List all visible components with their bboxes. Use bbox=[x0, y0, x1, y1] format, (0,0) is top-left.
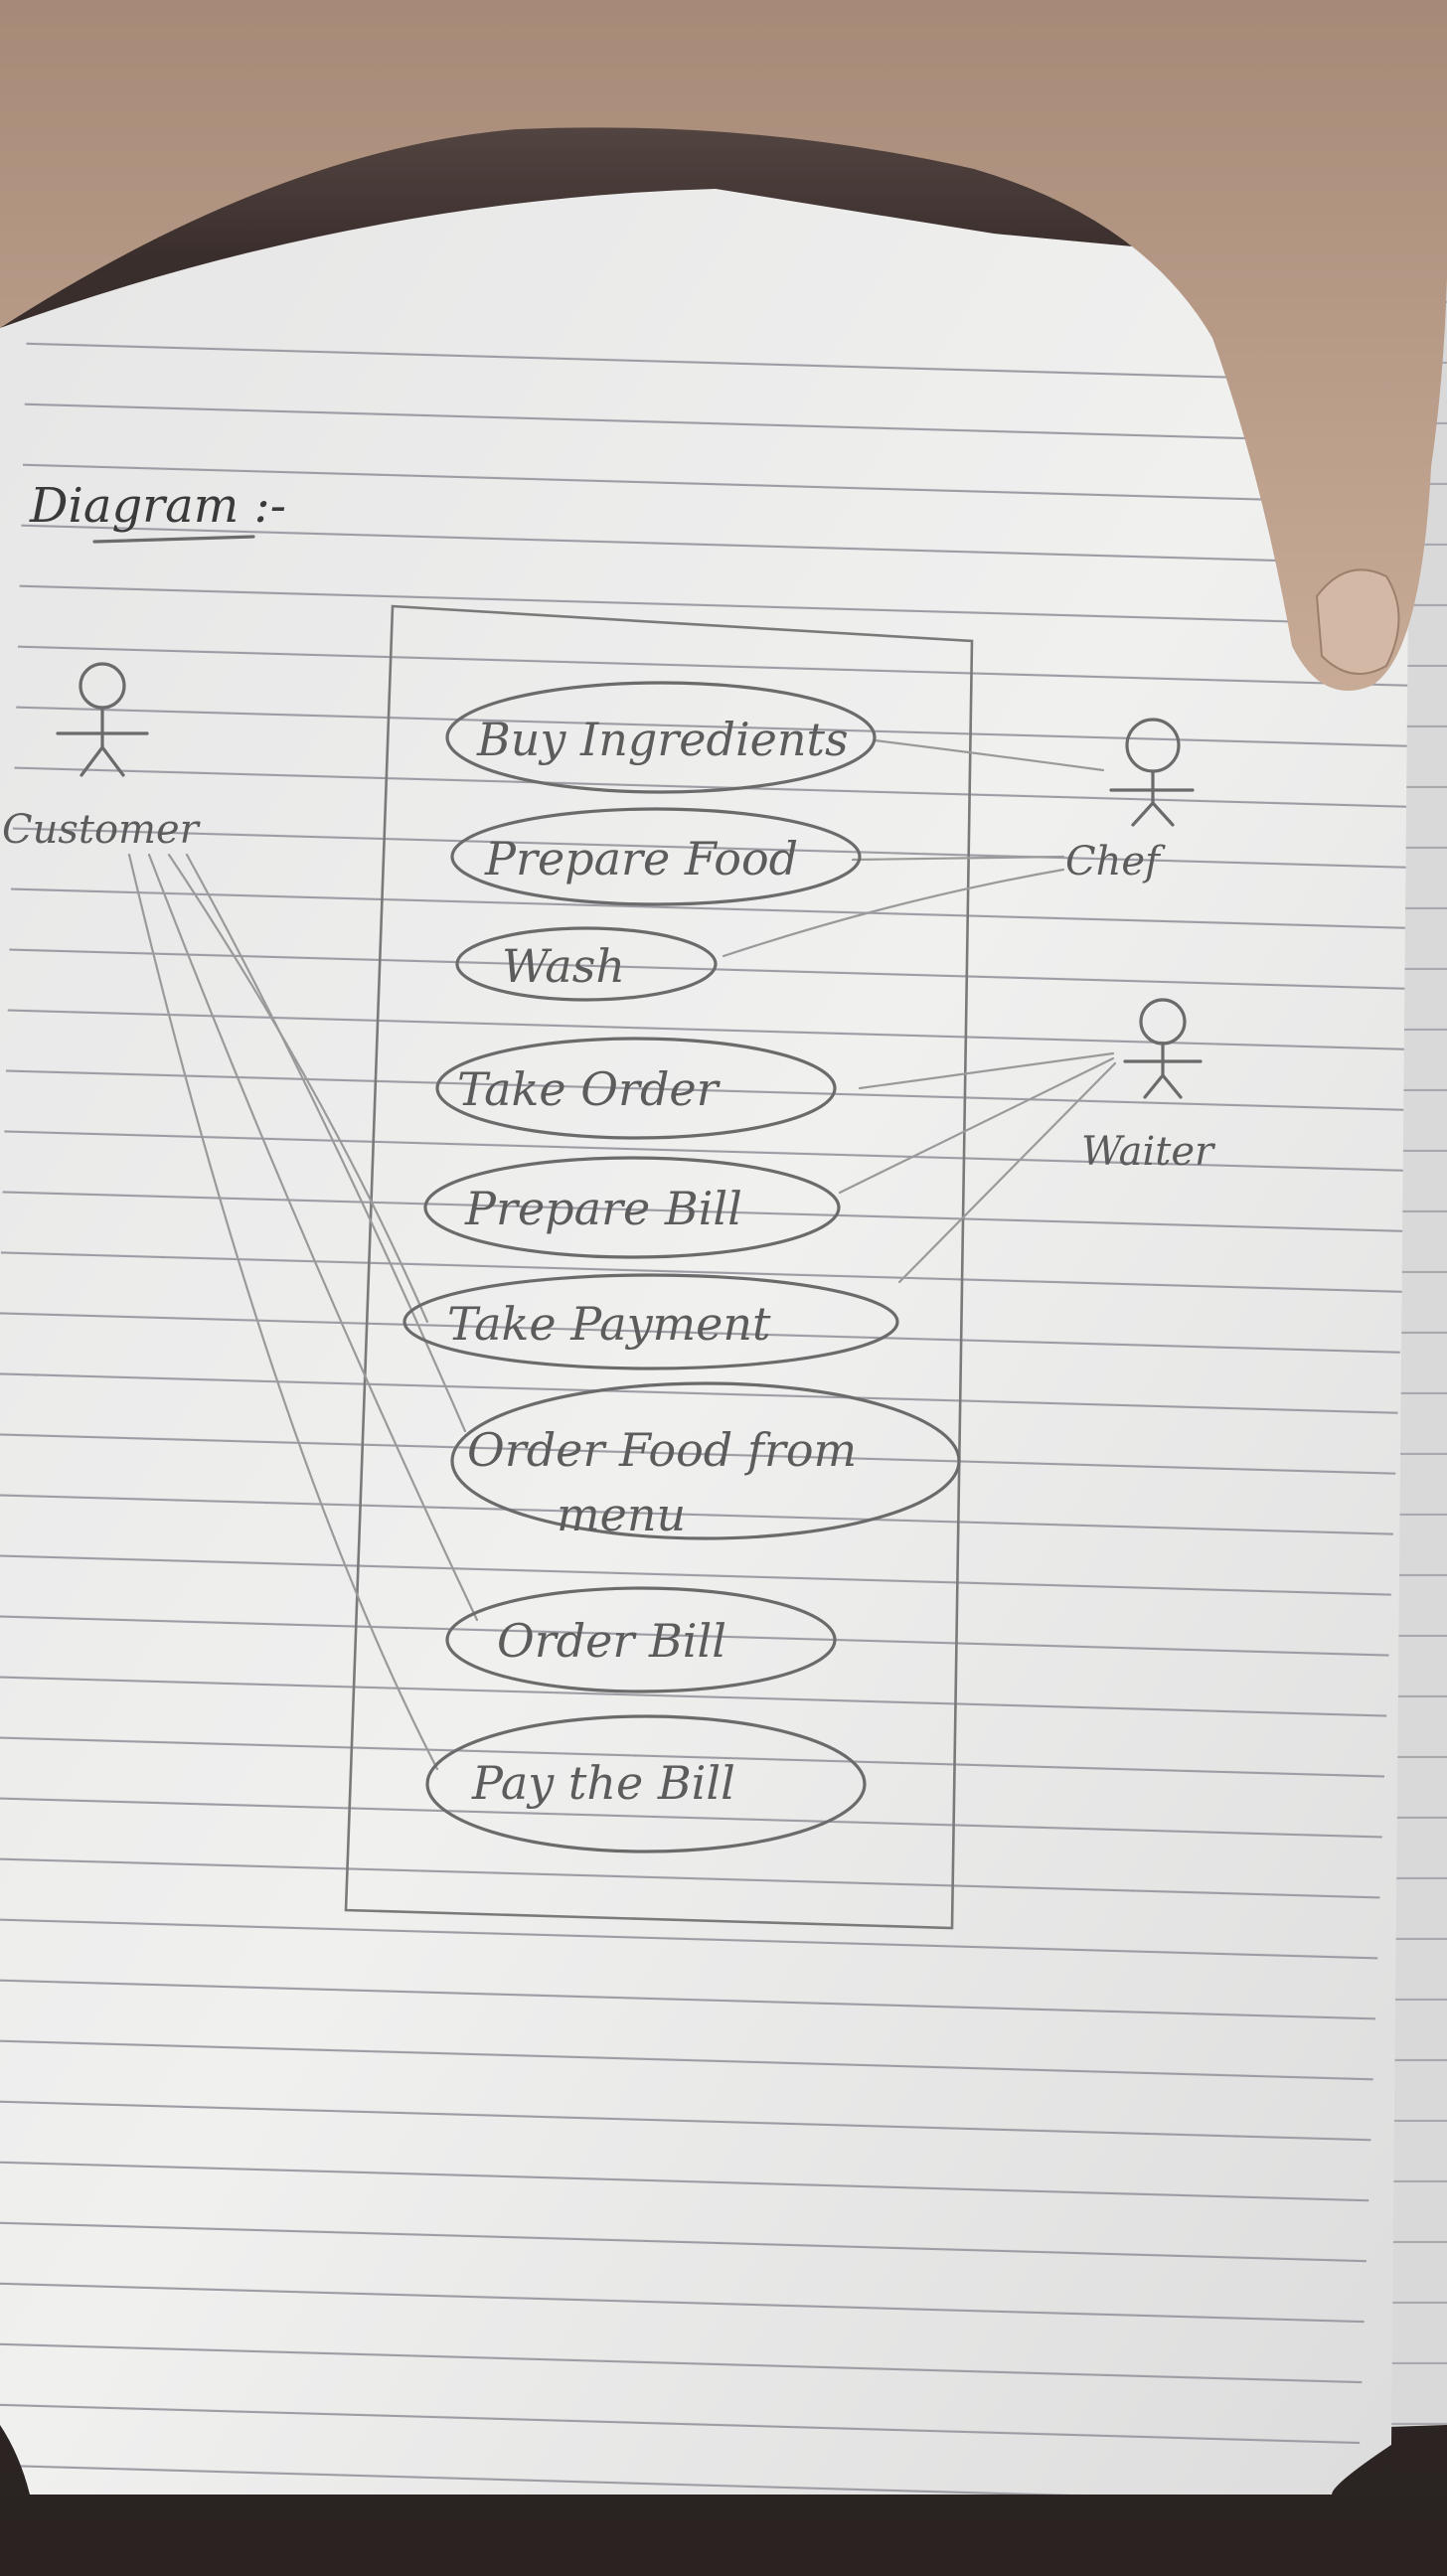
use-case-prepare-food: Prepare Food bbox=[450, 807, 862, 906]
use-case-label: Take Order bbox=[457, 1062, 722, 1116]
waiter-actor: Waiter bbox=[1081, 998, 1216, 1175]
use-case-label-line2: menu bbox=[557, 1488, 686, 1541]
system-boundary bbox=[344, 604, 974, 1930]
use-case-take-order: Take Order bbox=[435, 1037, 837, 1140]
thumbnail bbox=[1315, 568, 1400, 675]
customer-label: Customer bbox=[2, 807, 202, 853]
customer-actor: Customer bbox=[2, 662, 202, 853]
waiter-label: Waiter bbox=[1081, 1129, 1216, 1175]
use-case-pay-the-bill: Pay the Bill bbox=[425, 1714, 867, 1853]
use-case-wash: Wash bbox=[455, 926, 718, 1002]
diagram-heading: Diagram :- bbox=[29, 478, 286, 534]
use-case-prepare-bill: Prepare Bill bbox=[423, 1156, 841, 1259]
use-case-order-food: Order Food from menu bbox=[450, 1381, 961, 1541]
assoc-chef-prepare-food bbox=[851, 855, 1065, 862]
use-case-buy-ingredients: Buy Ingredients bbox=[445, 681, 877, 794]
assoc-waiter-take-order bbox=[858, 1051, 1115, 1090]
assoc-customer-pay-bill bbox=[127, 853, 439, 1771]
assoc-chef-buy-ingredients bbox=[873, 738, 1105, 772]
assoc-customer-order-bill bbox=[147, 853, 479, 1622]
ruled-lines bbox=[0, 306, 1411, 2495]
assoc-customer-order-food bbox=[185, 853, 467, 1433]
chef-actor: Chef bbox=[1065, 718, 1195, 885]
use-case-label-line1: Order Food from bbox=[467, 1423, 857, 1477]
use-case-label: Wash bbox=[502, 939, 625, 993]
association-lines bbox=[127, 738, 1117, 1771]
use-case-label: Order Bill bbox=[497, 1614, 726, 1668]
use-case-label: Pay the Bill bbox=[471, 1756, 735, 1810]
use-case-label: Prepare Food bbox=[484, 832, 798, 886]
use-case-order-bill: Order Bill bbox=[445, 1586, 837, 1693]
use-case-label: Buy Ingredients bbox=[476, 713, 849, 766]
hand bbox=[0, 0, 1447, 691]
assoc-waiter-prepare-bill bbox=[838, 1056, 1115, 1195]
use-case-take-payment: Take Payment bbox=[402, 1273, 899, 1370]
chef-label: Chef bbox=[1065, 839, 1166, 885]
use-case-label: Take Payment bbox=[447, 1297, 771, 1351]
assoc-waiter-take-payment bbox=[897, 1061, 1117, 1284]
heading-underline bbox=[92, 535, 255, 544]
assoc-chef-wash bbox=[722, 868, 1065, 958]
assoc-customer-take-payment bbox=[167, 853, 429, 1324]
use-case-label: Prepare Bill bbox=[464, 1182, 742, 1235]
